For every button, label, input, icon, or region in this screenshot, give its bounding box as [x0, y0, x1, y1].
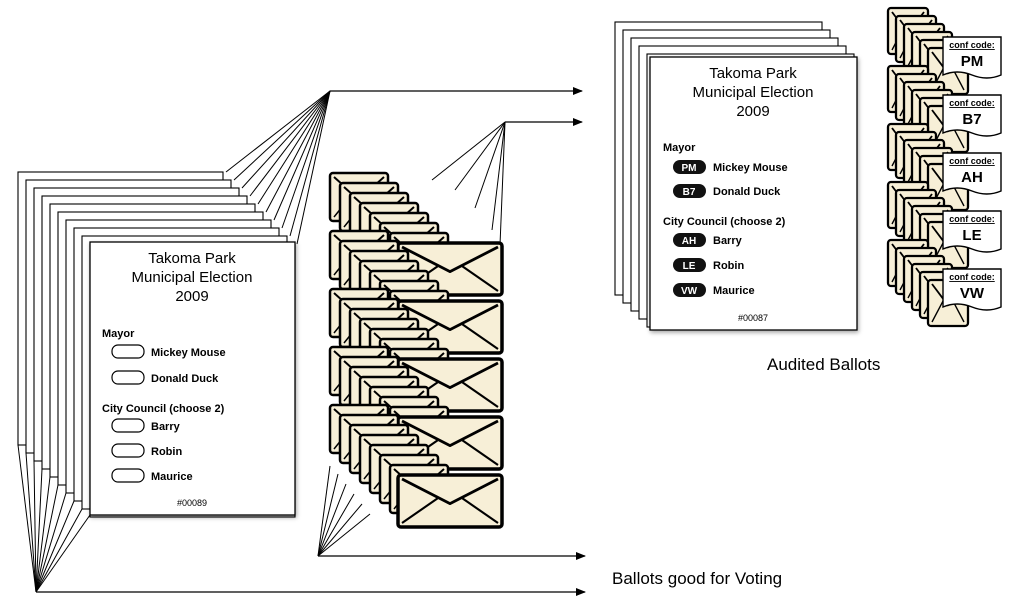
right-ballot-candidate-barry: Barry [713, 235, 743, 247]
left-ballot-oval-barry[interactable] [111, 418, 145, 433]
left-ballot: Takoma Park Municipal Election 2009 Mayo… [89, 241, 296, 516]
fan-line [317, 465, 331, 557]
voting-ballots-label: Ballots good for Voting [612, 569, 782, 588]
fan-line [249, 90, 331, 197]
audited-ballots-label: Audited Ballots [767, 355, 880, 374]
fan-line [289, 90, 331, 237]
right-ballot-title-line-2: Municipal Election [693, 84, 814, 101]
right-ballot-code-maurice: VW [681, 286, 698, 297]
left-ballot-candidate-donald: Donald Duck [151, 373, 219, 385]
conf-code-label: conf code: [949, 272, 995, 282]
right-ballot-mayor-heading: Mayor [663, 142, 696, 154]
conf-code-value: B7 [962, 111, 981, 128]
fan-line [35, 476, 51, 593]
conf-code-card: conf code: LE [942, 210, 1002, 253]
fan-line [25, 452, 37, 593]
fan-line [17, 444, 37, 593]
left-ballot-candidate-maurice: Maurice [151, 471, 193, 483]
left-ballot-title-line-1: Takoma Park [148, 250, 236, 267]
conf-code-value: AH [961, 169, 983, 186]
fan-line [454, 121, 506, 191]
fan-line [35, 508, 83, 593]
conf-code-value: VW [960, 285, 985, 302]
conf-code-label: conf code: [949, 214, 995, 224]
conf-code-card: conf code: PM [942, 36, 1002, 79]
conf-code-card: conf code: VW [942, 268, 1002, 311]
fan-line [296, 90, 331, 245]
fan-line [241, 90, 331, 189]
right-ballot-title-line-1: Takoma Park [709, 65, 797, 82]
left-envelope-stacks [328, 171, 504, 529]
left-ballot-oval-mickey[interactable] [111, 344, 145, 359]
left-ballot-serial: #00089 [177, 498, 207, 508]
right-ballot-code-robin: LE [683, 261, 696, 272]
fan-line [474, 121, 506, 209]
fan-line [233, 90, 331, 181]
connector-lines [17, 90, 506, 593]
fan-line [35, 468, 43, 593]
right-ballot-council-heading: City Council (choose 2) [663, 216, 786, 228]
right-ballot-serial: #00087 [738, 313, 768, 323]
right-ballot-candidate-donald: Donald Duck [713, 186, 781, 198]
left-ballot-title-line-2: Municipal Election [132, 269, 253, 286]
right-ballot-title-line-3: 2009 [736, 103, 769, 120]
fan-line [273, 90, 331, 221]
fan-line [499, 121, 506, 246]
fan-line [225, 90, 331, 173]
right-ballot-code-donald: B7 [683, 187, 696, 198]
left-ballot-council-heading: City Council (choose 2) [102, 403, 225, 415]
conf-code-label: conf code: [949, 40, 995, 50]
fan-line [35, 500, 75, 593]
left-ballot-oval-robin[interactable] [111, 443, 145, 458]
fan-line [33, 460, 37, 593]
fan-line [317, 493, 355, 557]
envelope [396, 473, 504, 529]
right-ballot: Takoma Park Municipal Election 2009 Mayo… [649, 56, 858, 331]
fan-line [317, 503, 363, 557]
conf-code-label: conf code: [949, 156, 995, 166]
conf-code-card: conf code: AH [942, 152, 1002, 195]
left-ballot-title-line-3: 2009 [175, 288, 208, 305]
conf-code-value: PM [961, 53, 984, 70]
left-ballot-candidate-robin: Robin [151, 446, 182, 458]
right-ballot-code-barry: AH [682, 236, 696, 247]
right-ballot-candidate-maurice: Maurice [713, 285, 755, 297]
left-ballot-candidate-mickey: Mickey Mouse [151, 347, 226, 359]
conf-code-value: LE [962, 227, 981, 244]
fan-line [35, 514, 91, 593]
right-ballot-candidate-robin: Robin [713, 260, 744, 272]
fan-line [35, 492, 67, 593]
conf-code-label: conf code: [949, 98, 995, 108]
fan-line [257, 90, 331, 205]
fan-line [265, 90, 331, 213]
left-ballot-mayor-heading: Mayor [102, 328, 135, 340]
conf-code-card: conf code: B7 [942, 94, 1002, 137]
right-ballot-candidate-mickey: Mickey Mouse [713, 162, 788, 174]
arrows [36, 87, 586, 596]
fan-line [317, 483, 347, 557]
fan-line [35, 484, 59, 593]
fan-line [431, 121, 506, 181]
right-ballot-code-mickey: PM [682, 163, 697, 174]
left-ballot-oval-donald[interactable] [111, 370, 145, 385]
left-ballot-oval-maurice[interactable] [111, 468, 145, 483]
left-ballot-candidate-barry: Barry [151, 421, 181, 433]
fan-line [491, 121, 506, 231]
fan-line [317, 473, 339, 557]
fan-line [317, 513, 371, 557]
fan-line [281, 90, 331, 229]
